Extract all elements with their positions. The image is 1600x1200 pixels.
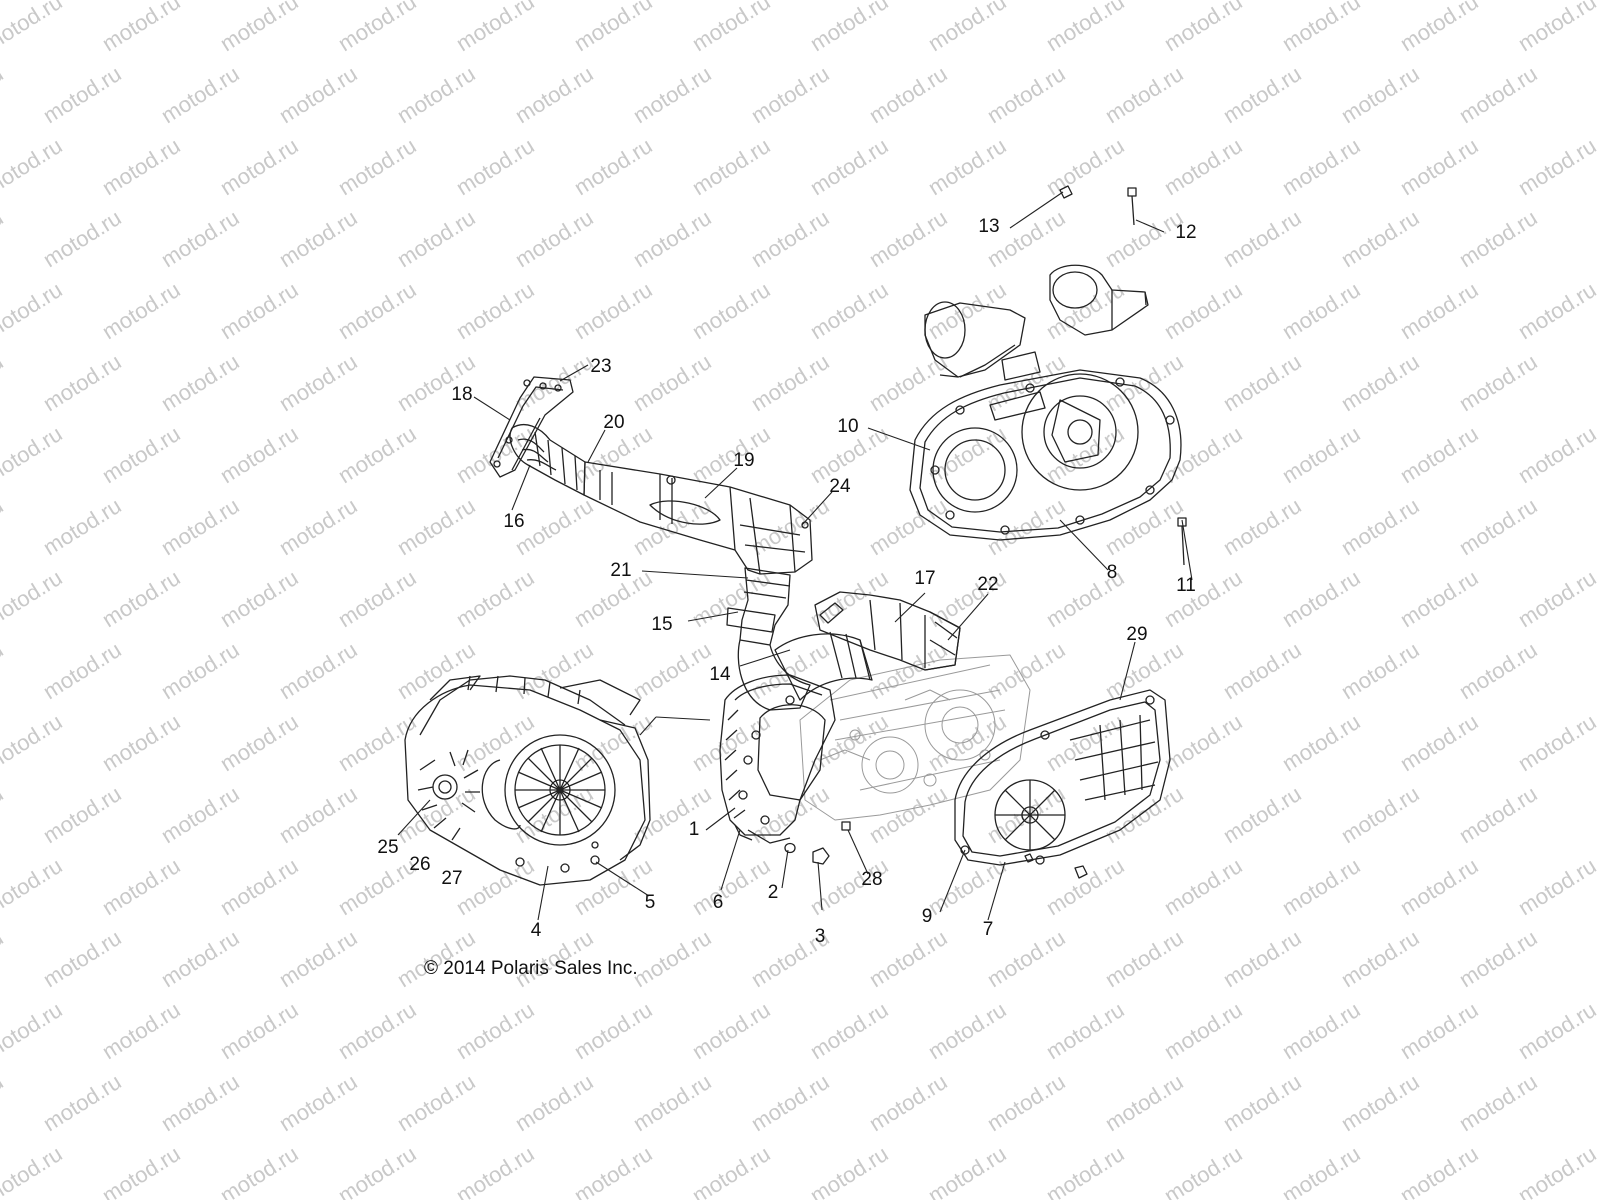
part-rear-housing (404, 675, 651, 886)
part-lower-clutch-cover (954, 689, 1171, 866)
callout-24: 24 (829, 476, 851, 497)
callout-16: 16 (503, 511, 524, 532)
part-inlet-bracket (489, 376, 574, 478)
callout-28: 28 (861, 869, 882, 890)
callout-6: 6 (713, 892, 724, 913)
callout-13: 13 (978, 216, 999, 237)
callout-9: 9 (922, 906, 933, 927)
callout-22: 22 (977, 574, 998, 595)
callout-11: 11 (1176, 575, 1196, 596)
callout-5: 5 (645, 892, 656, 913)
hardware (784, 185, 1187, 879)
callout-7: 7 (983, 919, 994, 940)
callout-2: 2 (768, 882, 779, 903)
callout-21: 21 (610, 560, 631, 581)
callout-1: 1 (689, 819, 700, 840)
callout-19: 19 (733, 450, 754, 471)
callout-26: 26 (409, 854, 430, 875)
callout-18: 18 (451, 384, 472, 405)
leader-lines (397, 191, 1193, 921)
callout-8: 8 (1107, 562, 1118, 583)
callout-27: 27 (441, 868, 462, 889)
callout-25: 25 (377, 837, 398, 858)
part-outlet-duct-left (924, 301, 1041, 381)
callout-12: 12 (1175, 222, 1196, 243)
callout-14: 14 (709, 664, 731, 685)
part-main-duct (583, 461, 813, 575)
part-elbow (774, 631, 873, 701)
part-upper-tube (814, 591, 961, 671)
callout-4: 4 (531, 920, 542, 941)
callout-10: 10 (837, 416, 858, 437)
part-inner-cover (719, 674, 836, 844)
callout-20: 20 (603, 412, 624, 433)
callout-3: 3 (815, 926, 826, 947)
copyright-notice: © 2014 Polaris Sales Inc. (424, 958, 638, 979)
callout-29: 29 (1126, 624, 1147, 645)
engine-block-ghost (799, 654, 1031, 821)
part-intake-boot (509, 424, 586, 496)
part-outer-clutch-cover (909, 369, 1182, 541)
part-outlet-duct-right (1049, 264, 1149, 336)
callout-17: 17 (914, 568, 935, 589)
callout-23: 23 (590, 356, 611, 377)
callout-15: 15 (651, 614, 672, 635)
